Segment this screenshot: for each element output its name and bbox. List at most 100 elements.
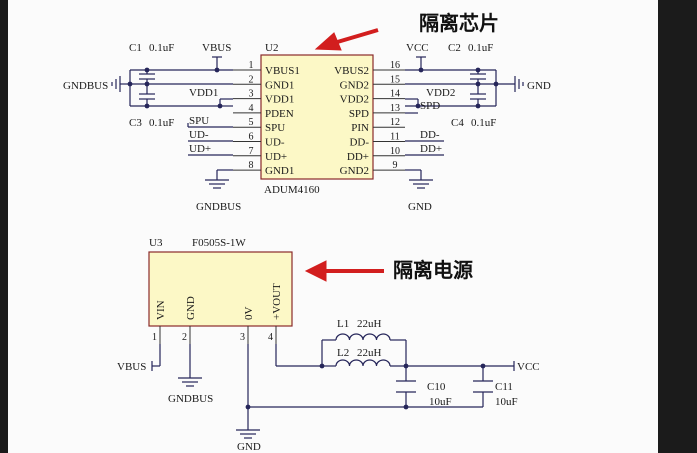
u3-part: F0505S-1W bbox=[192, 237, 246, 249]
c4-ref: C4 bbox=[451, 117, 464, 129]
u2-pin-number: 1 bbox=[249, 60, 254, 71]
u3-pin-name: VIN bbox=[155, 300, 167, 320]
cap-c11-symbol bbox=[473, 380, 493, 393]
u3-pin-number: 3 bbox=[240, 332, 245, 343]
u2-pin-name: SPU bbox=[265, 122, 285, 134]
u2-pin-number: 16 bbox=[390, 60, 400, 71]
net-vbus-u3: VBUS bbox=[117, 361, 146, 373]
cap-c1-symbol bbox=[139, 70, 155, 84]
u2-pin-name: VBUS2 bbox=[334, 65, 369, 77]
net-gnd-right: GND bbox=[527, 80, 551, 92]
c3-ref: C3 bbox=[129, 117, 142, 129]
net-gndbus-bottom: GNDBUS bbox=[196, 201, 241, 213]
c1-value: 0.1uF bbox=[149, 42, 174, 54]
u3-pin-name: GND bbox=[185, 296, 197, 320]
u2-pin-number: 11 bbox=[390, 132, 400, 143]
u3-wiring bbox=[151, 339, 515, 439]
u3-pin-number: 4 bbox=[268, 332, 273, 343]
arrow-to-u2-icon bbox=[314, 28, 379, 51]
u2-body bbox=[260, 54, 374, 180]
cap-c10-symbol bbox=[396, 380, 416, 393]
c2-value: 0.1uF bbox=[468, 42, 493, 54]
u2-pin-number: 7 bbox=[249, 146, 254, 157]
gndbus-bottom-symbol bbox=[205, 169, 233, 189]
u2-pin-name: VDD1 bbox=[265, 94, 294, 106]
inductor-l1-symbol bbox=[335, 333, 391, 341]
c10-value: 10uF bbox=[429, 396, 452, 408]
u3-pin-number: 2 bbox=[182, 332, 187, 343]
c2-ref: C2 bbox=[448, 42, 461, 54]
u3-pin-number: 1 bbox=[152, 332, 157, 343]
u2-pin-name: GND2 bbox=[340, 165, 369, 177]
u2-pin-number: 9 bbox=[393, 160, 398, 171]
u3-pins: 1 VIN 2 GND 3 0V 4 +VOUT bbox=[152, 283, 283, 344]
net-vbus-top: VBUS bbox=[202, 42, 231, 54]
net-gnd-bottom: GND bbox=[408, 201, 432, 213]
u2-pin-name: UD- bbox=[265, 137, 285, 149]
c10-ref: C10 bbox=[427, 381, 446, 393]
isolation-power-label: 隔离电源 bbox=[393, 258, 473, 282]
l1-ref: L1 bbox=[337, 318, 349, 330]
u2-ref: U2 bbox=[265, 42, 278, 54]
u2-pin-name: DD+ bbox=[347, 151, 369, 163]
l1-value: 22uH bbox=[357, 318, 382, 330]
net-gnd-u3: GND bbox=[237, 441, 261, 453]
c11-ref: C11 bbox=[495, 381, 513, 393]
l2-ref: L2 bbox=[337, 347, 349, 359]
top-right-wiring bbox=[405, 56, 515, 109]
signal-wiring bbox=[187, 112, 444, 156]
u2-pin-number: 14 bbox=[390, 89, 400, 100]
u2-pin-number: 8 bbox=[249, 160, 254, 171]
c4-value: 0.1uF bbox=[471, 117, 496, 129]
u2-pin-name: GND1 bbox=[265, 79, 294, 91]
u3-pin-name: +VOUT bbox=[271, 283, 283, 320]
c3-value: 0.1uF bbox=[149, 117, 174, 129]
u2-pin-name: GND2 bbox=[340, 79, 369, 91]
u2-pin-number: 3 bbox=[249, 89, 254, 100]
c11-value: 10uF bbox=[495, 396, 518, 408]
net-spu: SPU bbox=[189, 115, 209, 127]
u3-pin-name: 0V bbox=[243, 307, 255, 321]
net-ud-minus: UD- bbox=[189, 129, 209, 141]
u2-pin-name: SPD bbox=[349, 108, 369, 120]
u2-pin-name: VBUS1 bbox=[265, 65, 300, 77]
cap-c3-symbol bbox=[139, 84, 155, 106]
u2-pin-name: VDD2 bbox=[340, 94, 369, 106]
inductor-l2-symbol bbox=[335, 359, 391, 367]
u2-pin-number: 12 bbox=[390, 117, 400, 128]
net-vdd2: VDD2 bbox=[426, 87, 455, 99]
gnd-bottom-symbol bbox=[405, 169, 433, 189]
net-dd-minus: DD- bbox=[420, 129, 440, 141]
arrow-to-u3-icon bbox=[304, 260, 384, 282]
c1-ref: C1 bbox=[129, 42, 142, 54]
u2-pin-number: 15 bbox=[390, 74, 400, 85]
u2-pin-number: 4 bbox=[249, 103, 254, 114]
u2-pin-number: 10 bbox=[390, 146, 400, 157]
net-vcc-out: VCC bbox=[517, 361, 540, 373]
gnd-right-symbol bbox=[514, 76, 524, 92]
net-vdd1: VDD1 bbox=[189, 87, 218, 99]
gndbus-left-symbol bbox=[111, 76, 121, 92]
net-gndbus-u3: GNDBUS bbox=[168, 393, 213, 405]
isolation-chip-label: 隔离芯片 bbox=[419, 11, 499, 35]
u2-pin-name: PDEN bbox=[265, 108, 294, 120]
cap-c4-symbol bbox=[470, 84, 486, 106]
u2-pin-number: 2 bbox=[249, 74, 254, 85]
l2-value: 22uH bbox=[357, 347, 382, 359]
u2-pin-name: GND1 bbox=[265, 165, 294, 177]
top-left-wiring bbox=[120, 56, 233, 109]
cap-c2-symbol bbox=[470, 70, 486, 84]
u2-pin-number: 13 bbox=[390, 103, 400, 114]
net-spd: SPD bbox=[420, 100, 440, 112]
u2-right-pins: 16VBUS215GND214VDD213SPD12PIN11DD-10DD+9… bbox=[334, 60, 405, 177]
u2-pin-name: UD+ bbox=[265, 151, 287, 163]
u3-ref: U3 bbox=[149, 237, 163, 249]
u3-body bbox=[148, 251, 293, 327]
net-ud-plus: UD+ bbox=[189, 143, 211, 155]
u2-pin-name: PIN bbox=[351, 122, 369, 134]
net-dd-plus: DD+ bbox=[420, 143, 442, 155]
net-gndbus-left: GNDBUS bbox=[63, 80, 108, 92]
